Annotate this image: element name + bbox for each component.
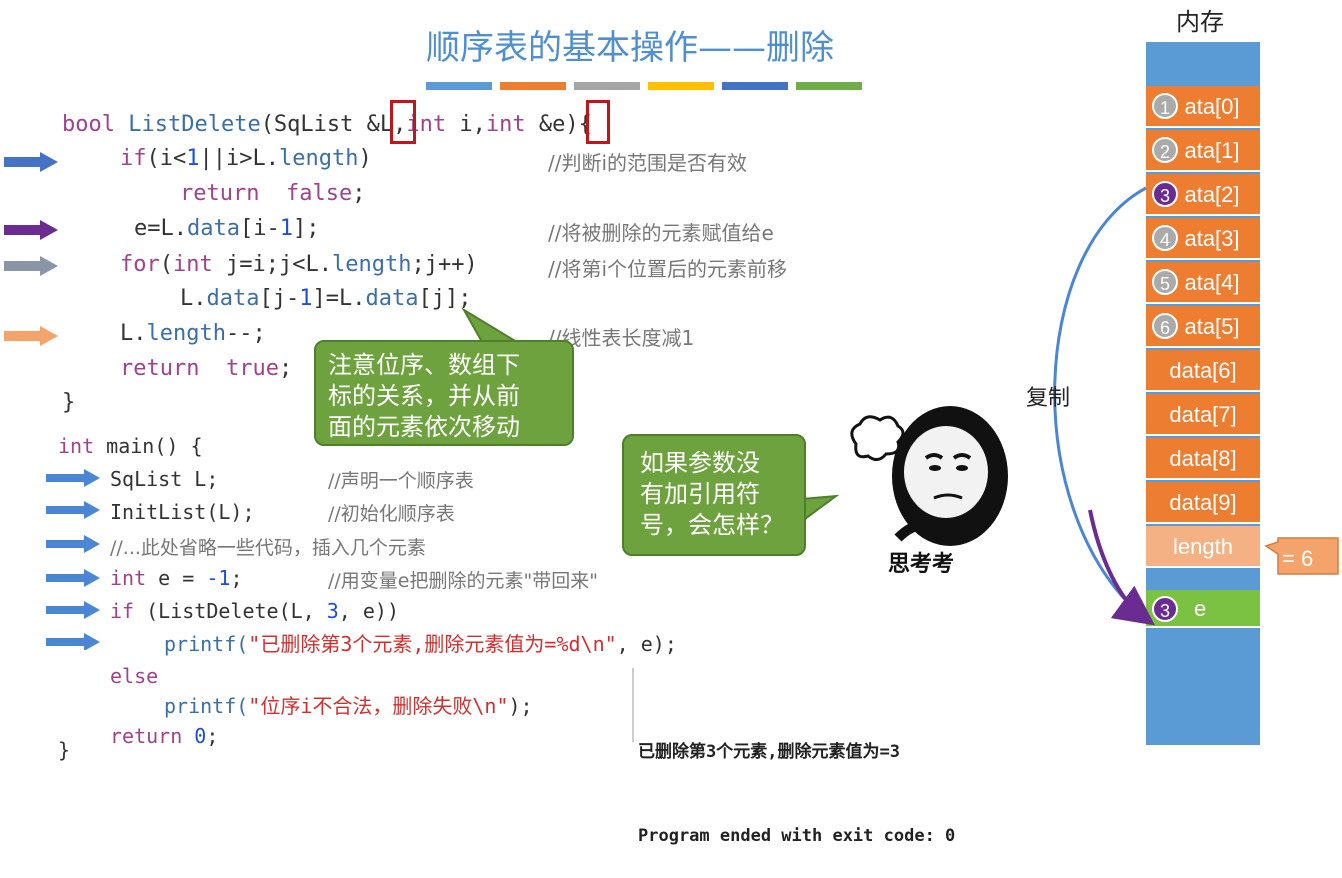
code-line-6: L.data[j-1]=L.data[j]; bbox=[180, 286, 472, 311]
main-comment-3: //初始化顺序表 bbox=[328, 503, 455, 525]
highlight-box-ref-L bbox=[390, 100, 416, 144]
arrow-right-icon bbox=[4, 220, 58, 240]
number-circle-icon: 2 bbox=[1152, 137, 1178, 163]
arrow-right-icon bbox=[4, 152, 58, 172]
code-line-1: bool ListDelete(SqList &L,int i,int &e){ bbox=[62, 112, 592, 137]
title-strip-blue bbox=[426, 82, 492, 90]
main-line-2: SqList L; bbox=[110, 467, 219, 491]
main-line-9: printf("位序i不合法，删除失败\n"); bbox=[164, 694, 533, 718]
arrow-right-icon bbox=[46, 633, 100, 650]
code-line-7: L.length--; bbox=[120, 321, 266, 346]
copy-label: 复制 bbox=[1026, 386, 1071, 411]
number-circle-icon: 1 bbox=[1152, 93, 1178, 119]
main-line-8: else bbox=[110, 664, 159, 688]
terminal-line: 已删除第3个元素,删除元素值为=3 bbox=[638, 742, 900, 762]
title-strip-green bbox=[796, 82, 862, 90]
meme-caption: 思考考 bbox=[888, 552, 955, 577]
callout2-line: 如果参数没 bbox=[640, 449, 760, 477]
code-line-9: } bbox=[62, 390, 76, 415]
main-line-7: printf("已删除第3个元素,删除元素值为=%d\n", e); bbox=[164, 632, 677, 656]
number-circle-icon: 5 bbox=[1152, 269, 1178, 295]
arrow-right-icon bbox=[46, 501, 100, 519]
copy-arrow bbox=[1053, 186, 1155, 626]
code-line-4: e=L.data[i-1]; bbox=[134, 216, 320, 241]
terminal-output: 已删除第3个元素,删除元素值为=3 Program ended with exi… bbox=[638, 682, 955, 878]
length-note-shape bbox=[1264, 537, 1339, 575]
memory-cell-label: ata[0] bbox=[1184, 94, 1240, 119]
number-circle-icon: 3 bbox=[1152, 596, 1178, 622]
arrow-right-icon bbox=[46, 535, 100, 553]
memory-cell-label: ata[3] bbox=[1184, 226, 1240, 251]
callout1-line: 标的关系，并从前 bbox=[328, 382, 520, 410]
number-circle-icon: 4 bbox=[1152, 225, 1178, 251]
memory-cell: data[8] bbox=[1146, 438, 1260, 480]
code-line-8: return true; bbox=[120, 356, 293, 381]
arrow-right-icon bbox=[46, 601, 100, 619]
main-line-6: if (ListDelete(L, 3, e)) bbox=[110, 599, 400, 623]
memory-cell-label: ata[5] bbox=[1184, 314, 1240, 339]
title-strip-yellow bbox=[648, 82, 714, 90]
code-comment-2: //判断i的范围是否有效 bbox=[548, 151, 748, 175]
arrow-right-icon bbox=[46, 469, 100, 487]
thinking-panda-icon bbox=[850, 406, 1008, 546]
memory-cell-label: ata[1] bbox=[1184, 138, 1240, 163]
page-title: 顺序表的基本操作——删除 bbox=[426, 28, 834, 68]
code-line-2: if(i<1||i>L.length) bbox=[120, 146, 372, 171]
memory-cell-label: e bbox=[1194, 596, 1207, 621]
arrow-right-icon bbox=[46, 569, 100, 587]
terminal-divider bbox=[632, 668, 634, 742]
memory-title: 内存 bbox=[1176, 8, 1224, 36]
memory-cell-label: ata[4] bbox=[1184, 270, 1240, 295]
memory-cell: data[6] bbox=[1146, 350, 1260, 392]
terminal-line: Program ended with exit code: 0 bbox=[638, 826, 956, 846]
memory-cell-length: length bbox=[1146, 526, 1260, 568]
main-comment-5: //用变量e把删除的元素"带回来" bbox=[328, 570, 598, 592]
main-line-3: InitList(L); bbox=[110, 500, 255, 524]
code-line-3: return false; bbox=[180, 181, 366, 206]
main-line-10: return 0; bbox=[110, 724, 219, 748]
title-strip-gray bbox=[574, 82, 640, 90]
arrow-right-icon bbox=[4, 326, 58, 346]
main-comment-2: //声明一个顺序表 bbox=[328, 470, 474, 492]
main-line-5: int e = -1; bbox=[110, 566, 243, 590]
title-strip-orange bbox=[500, 82, 566, 90]
memory-cell: data[9] bbox=[1146, 482, 1260, 524]
arrow-right-icon bbox=[4, 256, 58, 276]
highlight-box-ref-e bbox=[586, 100, 610, 144]
code-line-5: for(int j=i;j<L.length;j++) bbox=[120, 252, 478, 277]
callout1-line: 面的元素依次移动 bbox=[328, 413, 520, 441]
title-strip-darkblue bbox=[722, 82, 788, 90]
step-arrows-lower bbox=[46, 469, 100, 650]
main-comment-4: //...此处省略一些代码，插入几个元素 bbox=[110, 537, 426, 559]
step-arrows-upper bbox=[4, 152, 58, 346]
callout2-line: 有加引用符 bbox=[640, 480, 760, 508]
memory-cell: data[7] bbox=[1146, 394, 1260, 436]
code-comment-5: //将第i个位置后的元素前移 bbox=[548, 257, 788, 281]
code-comment-4: //将被删除的元素赋值给e bbox=[548, 221, 774, 245]
callout2-line: 号，会怎样？ bbox=[640, 511, 784, 539]
number-circle-icon: 3 bbox=[1152, 181, 1178, 207]
callout-note-order: 注意位序、数组下 标的关系，并从前 面的元素依次移动 bbox=[314, 340, 574, 446]
callout1-line: 注意位序、数组下 bbox=[328, 351, 520, 379]
main-line-1: int main() { bbox=[58, 434, 203, 458]
callout-question-ref: 如果参数没 有加引用符 号，会怎样？ bbox=[622, 434, 806, 556]
memory-cell-label: ata[2] bbox=[1184, 182, 1240, 207]
number-circle-icon: 6 bbox=[1152, 313, 1178, 339]
length-note: = 6 bbox=[1282, 546, 1314, 571]
main-line-11: } bbox=[58, 738, 71, 762]
